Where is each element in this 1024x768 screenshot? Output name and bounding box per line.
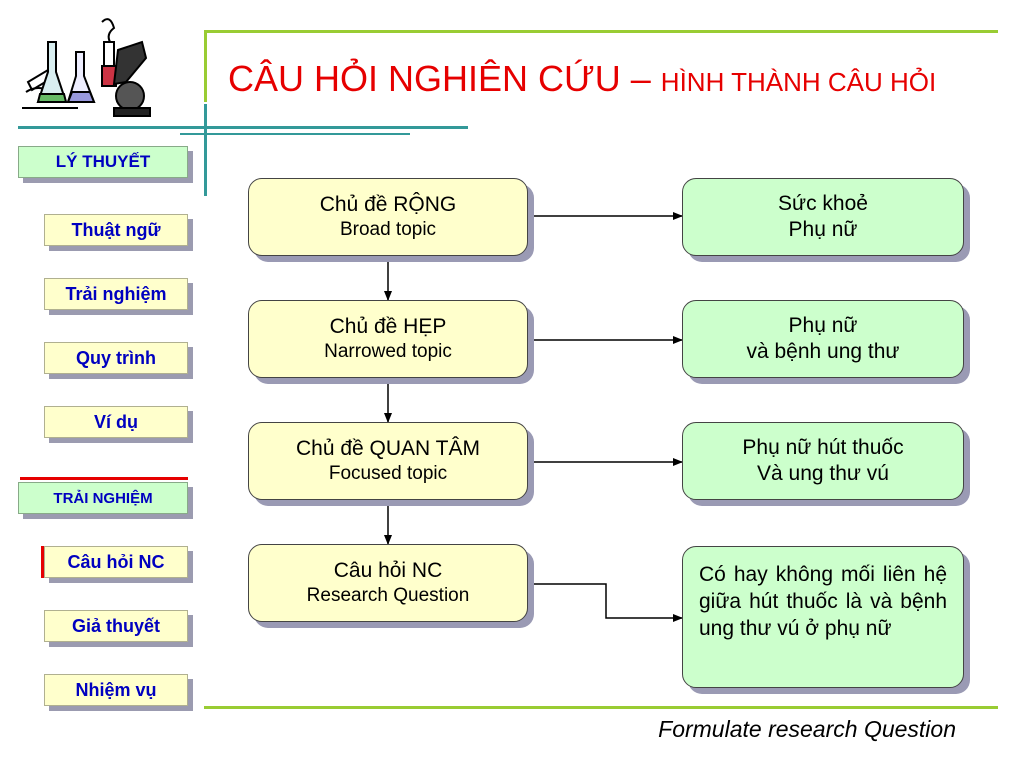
lab-equipment-logo	[22, 18, 151, 117]
box-label-en: Focused topic	[328, 463, 448, 484]
title-separator: –	[620, 58, 661, 99]
sidebar-item-cau-hoi-nc[interactable]: Câu hỏi NC	[44, 546, 188, 578]
box-label-en: Narrowed topic	[324, 341, 452, 362]
active-section-marker	[20, 477, 188, 480]
sidebar-item-trai-nghiem[interactable]: Trải nghiệm	[44, 278, 188, 310]
title-sub: HÌNH THÀNH CÂU HỎI	[660, 67, 937, 97]
box-women-cancer: Phụ nữ và bệnh ung thư	[682, 300, 964, 378]
box-label-vi: Câu hỏi NC	[333, 559, 443, 582]
box-line-1: Phụ nữ hút thuốc	[742, 436, 904, 459]
sidebar-item-vi-du[interactable]: Ví dụ	[44, 406, 188, 438]
bottom-green-line	[204, 706, 998, 709]
box-research-question: Câu hỏi NC Research Question	[248, 544, 528, 622]
teal-line-mid	[180, 133, 410, 135]
teal-line-top	[18, 126, 468, 129]
title-main: CÂU HỎI NGHIÊN CỨU	[228, 58, 621, 99]
box-focused-topic: Chủ đề QUAN TÂM Focused topic	[248, 422, 528, 500]
sidebar-section-ly-thuyet[interactable]: LÝ THUYẾT	[18, 146, 188, 178]
research-question-paragraph: Có hay không mối liên hệ giữa hút thuốc …	[699, 563, 947, 640]
box-smoking-breast-cancer: Phụ nữ hút thuốc Và ung thư vú	[682, 422, 964, 500]
sidebar-item-gia-thuyet[interactable]: Giả thuyết	[44, 610, 188, 642]
box-label-vi: Chủ đề RỘNG	[319, 193, 457, 216]
box-label-vi: Chủ đề HẸP	[329, 315, 447, 338]
top-green-line	[204, 30, 998, 33]
teal-line-vertical	[204, 104, 207, 196]
box-label-en: Broad topic	[339, 219, 437, 240]
box-line-2: và bệnh ung thư	[746, 340, 900, 363]
box-line-1: Sức khoẻ	[778, 192, 868, 215]
sidebar-item-quy-trinh[interactable]: Quy trình	[44, 342, 188, 374]
arrow-question-to-right	[528, 583, 683, 622]
active-item-marker	[41, 546, 44, 578]
box-narrowed-topic: Chủ đề HẸP Narrowed topic	[248, 300, 528, 378]
footer-caption: Formulate research Question	[658, 716, 956, 742]
box-broad-topic: Chủ đề RỘNG Broad topic	[248, 178, 528, 256]
sidebar-item-thuat-ngu[interactable]: Thuật ngữ	[44, 214, 188, 246]
left-green-line	[204, 30, 207, 102]
box-line-2: Phụ nữ	[788, 218, 858, 241]
page-title: CÂU HỎI NGHIÊN CỨU – HÌNH THÀNH CÂU HỎI	[228, 58, 936, 100]
box-research-question-text: Có hay không mối liên hệ giữa hút thuốc …	[682, 546, 964, 688]
box-label-vi: Chủ đề QUAN TÂM	[295, 437, 480, 460]
box-line-1: Phụ nữ	[788, 314, 858, 337]
box-health-women: Sức khoẻ Phụ nữ	[682, 178, 964, 256]
box-line-2: Và ung thư vú	[757, 462, 889, 485]
sidebar-item-nhiem-vu[interactable]: Nhiệm vụ	[44, 674, 188, 706]
sidebar-section-trai-nghiem[interactable]: TRẢI NGHIỆM	[18, 482, 188, 514]
box-label-en: Research Question	[306, 585, 470, 606]
